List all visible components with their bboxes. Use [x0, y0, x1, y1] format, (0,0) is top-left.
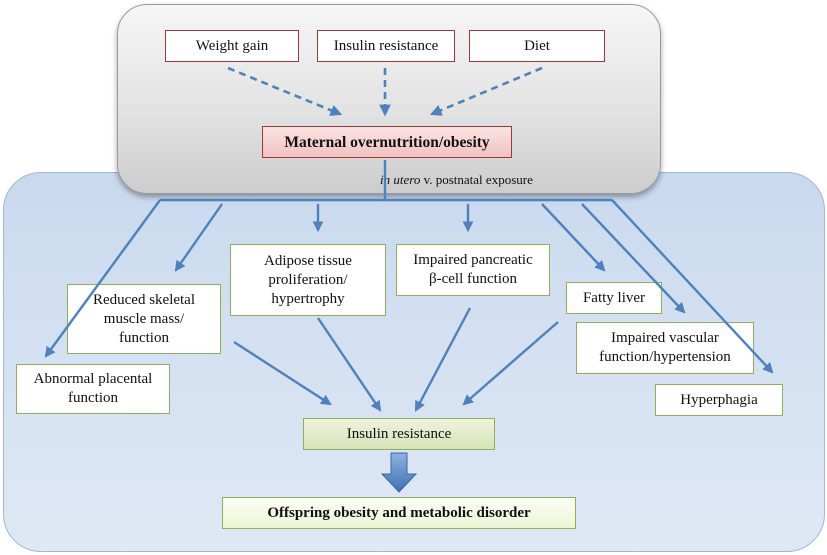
vascular-box: Impaired vascular function/hypertension: [576, 322, 754, 374]
maternal-overnutrition-box: Maternal overnutrition/obesity: [262, 126, 512, 158]
diet-label: Diet: [524, 37, 550, 54]
offspring-outcome-box: Offspring obesity and metabolic disorder: [222, 497, 576, 529]
exposure-italic: in utero: [380, 172, 421, 187]
diet-box: Diet: [469, 30, 605, 62]
fatty-liver-label: Fatty liver: [582, 289, 646, 306]
skeletal-muscle-label: Reduced skeletal muscle mass/ function: [92, 291, 196, 346]
arrow-pancreatic-to-insulin: [414, 307, 472, 412]
hyperphagia-label: Hyperphagia: [680, 391, 758, 408]
arrow-to-placental: [44, 199, 161, 358]
adipose-tissue-label: Adipose tissue proliferation/ hypertroph…: [264, 252, 352, 307]
arrow-to-vascular: [581, 203, 686, 314]
pancreatic-box: Impaired pancreatic β-cell function: [396, 244, 550, 296]
arrow-to-fatty-liver: [541, 203, 606, 272]
maternal-overnutrition-label: Maternal overnutrition/obesity: [284, 133, 490, 151]
exposure-label: in utero v. postnatal exposure: [380, 172, 533, 188]
fatty-liver-box: Fatty liver: [566, 282, 662, 314]
weight-gain-box: Weight gain: [165, 30, 299, 62]
vascular-label: Impaired vascular function/hypertension: [599, 330, 731, 365]
exposure-rest: v. postnatal exposure: [420, 172, 533, 187]
insulin-resistance-outcome-box: Insulin resistance: [303, 418, 495, 450]
arrow-fatty-liver-to-insulin: [462, 321, 559, 406]
abnormal-placental-box: Abnormal placental function: [16, 364, 170, 414]
hyperphagia-box: Hyperphagia: [655, 384, 783, 416]
adipose-tissue-box: Adipose tissue proliferation/ hypertroph…: [230, 244, 386, 316]
insulin-resistance-maternal-box: Insulin resistance: [317, 30, 455, 62]
insulin-resistance-maternal-label: Insulin resistance: [333, 37, 439, 54]
insulin-resistance-outcome-label: Insulin resistance: [346, 425, 452, 442]
arrow-diet-to-maternal: [429, 66, 543, 116]
arrow-weight-to-maternal: [227, 66, 343, 116]
block-arrow-to-offspring: [380, 452, 418, 493]
offspring-outcome-label: Offspring obesity and metabolic disorder: [267, 504, 531, 521]
pancreatic-label: Impaired pancreatic β-cell function: [413, 252, 533, 287]
abnormal-placental-label: Abnormal placental function: [33, 371, 153, 406]
arrow-adipose-to-insulin: [317, 317, 382, 412]
skeletal-muscle-box: Reduced skeletal muscle mass/ function: [67, 284, 221, 354]
arrow-to-skeletal: [174, 203, 223, 272]
arrow-to-hyperphagia: [611, 199, 774, 374]
weight-gain-label: Weight gain: [195, 37, 269, 54]
arrow-skeletal-to-insulin: [233, 340, 332, 406]
